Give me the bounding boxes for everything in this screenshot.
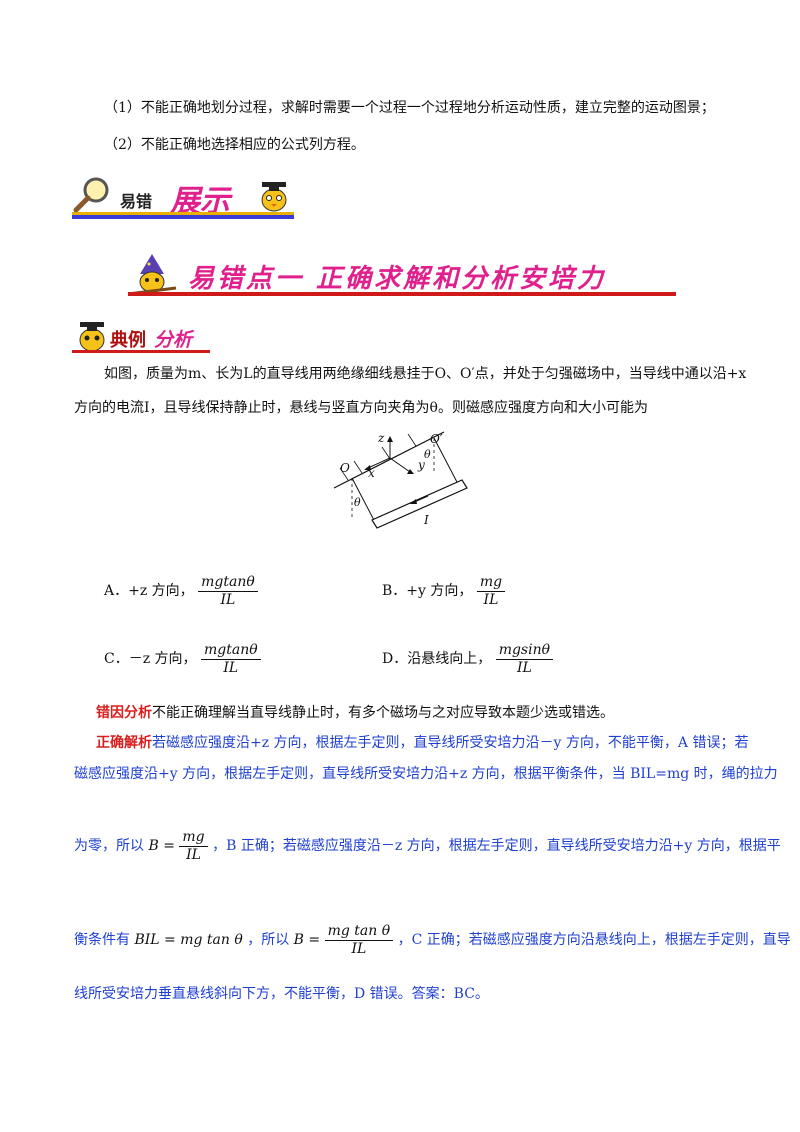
figure-label-y: y bbox=[418, 458, 425, 472]
solution-line-4: 衡条件有 BIL = mg tan θ ，所以 B = mg tan θ IL … bbox=[74, 922, 791, 958]
banner-point: 易错点一 正确求解和分析安培力 bbox=[122, 252, 678, 298]
option-d-label: D．沿悬线向上， bbox=[382, 651, 492, 667]
question-line-2: 方向的电流I，且导线保持静止时，悬线与竖直方向夹角为θ。则磁感应强度方向和大小可… bbox=[74, 400, 648, 416]
figure-label-z: z bbox=[378, 431, 385, 445]
figure-label-theta-bottom: θ bbox=[354, 496, 361, 509]
note-item-2: （2）不能正确地选择相应的公式列方程。 bbox=[104, 137, 365, 153]
option-c-fraction: mgtanθ IL bbox=[201, 642, 261, 677]
option-a-label: A．+z 方向， bbox=[104, 583, 194, 599]
option-c-label: C．－z 方向， bbox=[104, 651, 197, 667]
solution-fraction-2: mg tan θ IL bbox=[324, 923, 394, 958]
figure-label-o-prime: O′ bbox=[430, 432, 443, 446]
option-b: B．+y 方向， mg IL bbox=[382, 572, 506, 610]
figure-label-i: I bbox=[424, 513, 429, 527]
error-analysis-label: 错因分析 bbox=[96, 705, 152, 721]
banner-show: 易错 展示 bbox=[72, 174, 294, 224]
banner-point-title: 易错点一 正确求解和分析安培力 bbox=[188, 264, 607, 294]
banner-example-label-2: 分析 bbox=[154, 329, 193, 351]
solution-label: 正确解析 bbox=[96, 735, 152, 751]
banner-show-label-1: 易错 bbox=[120, 192, 153, 211]
solution-fraction-1: mg IL bbox=[179, 829, 208, 864]
error-analysis-text: 不能正确理解当直导线静止时，有多个磁场与之对应导致本题少选或错选。 bbox=[152, 705, 614, 721]
option-b-label: B．+y 方向， bbox=[382, 583, 473, 599]
solution-line-5: 线所受安培力垂直悬线斜向下方，不能平衡，D 错误。答案：BC。 bbox=[74, 986, 489, 1002]
option-b-fraction: mg IL bbox=[476, 574, 506, 609]
figure-label-theta-top: θ bbox=[424, 448, 431, 461]
figure-label-x: x bbox=[368, 466, 375, 480]
figure-label-o: O bbox=[340, 461, 350, 475]
option-d: D．沿悬线向上， mgsinθ IL bbox=[382, 640, 554, 678]
option-a-fraction: mgtanθ IL bbox=[198, 574, 258, 609]
graduate-chick-icon bbox=[261, 182, 287, 212]
magnifier-icon bbox=[73, 177, 109, 213]
solution-line-2: 磁感应强度沿+y 方向，根据左手定则，直导线所受安培力沿+z 方向，根据平衡条件… bbox=[74, 766, 778, 782]
error-analysis: 错因分析不能正确理解当直导线静止时，有多个磁场与之对应导致本题少选或错选。 bbox=[96, 703, 614, 723]
option-a: A．+z 方向， mgtanθ IL bbox=[104, 572, 258, 610]
note-item-1: （1）不能正确地划分过程，求解时需要一个过程一个过程地分析运动性质，建立完整的运… bbox=[104, 100, 715, 116]
question-line-1: 如图，质量为m、长为L的直导线用两绝缘细线悬挂于O、O′点，并处于匀强磁场中，当… bbox=[104, 366, 747, 382]
option-c: C．－z 方向， mgtanθ IL bbox=[104, 640, 261, 678]
solution-line-3: 为零，所以 B = mg IL ，B 正确；若磁感应强度沿－z 方向，根据左手定… bbox=[74, 828, 781, 864]
solution-line-1: 正确解析若磁感应强度沿+z 方向，根据左手定则，直导线所受安培力沿－y 方向，不… bbox=[96, 735, 749, 751]
wire-diagram bbox=[333, 431, 468, 529]
banner-example: 典例 分析 bbox=[72, 316, 210, 356]
banner-example-label-1: 典例 bbox=[110, 330, 146, 351]
option-d-fraction: mgsinθ IL bbox=[495, 642, 554, 677]
